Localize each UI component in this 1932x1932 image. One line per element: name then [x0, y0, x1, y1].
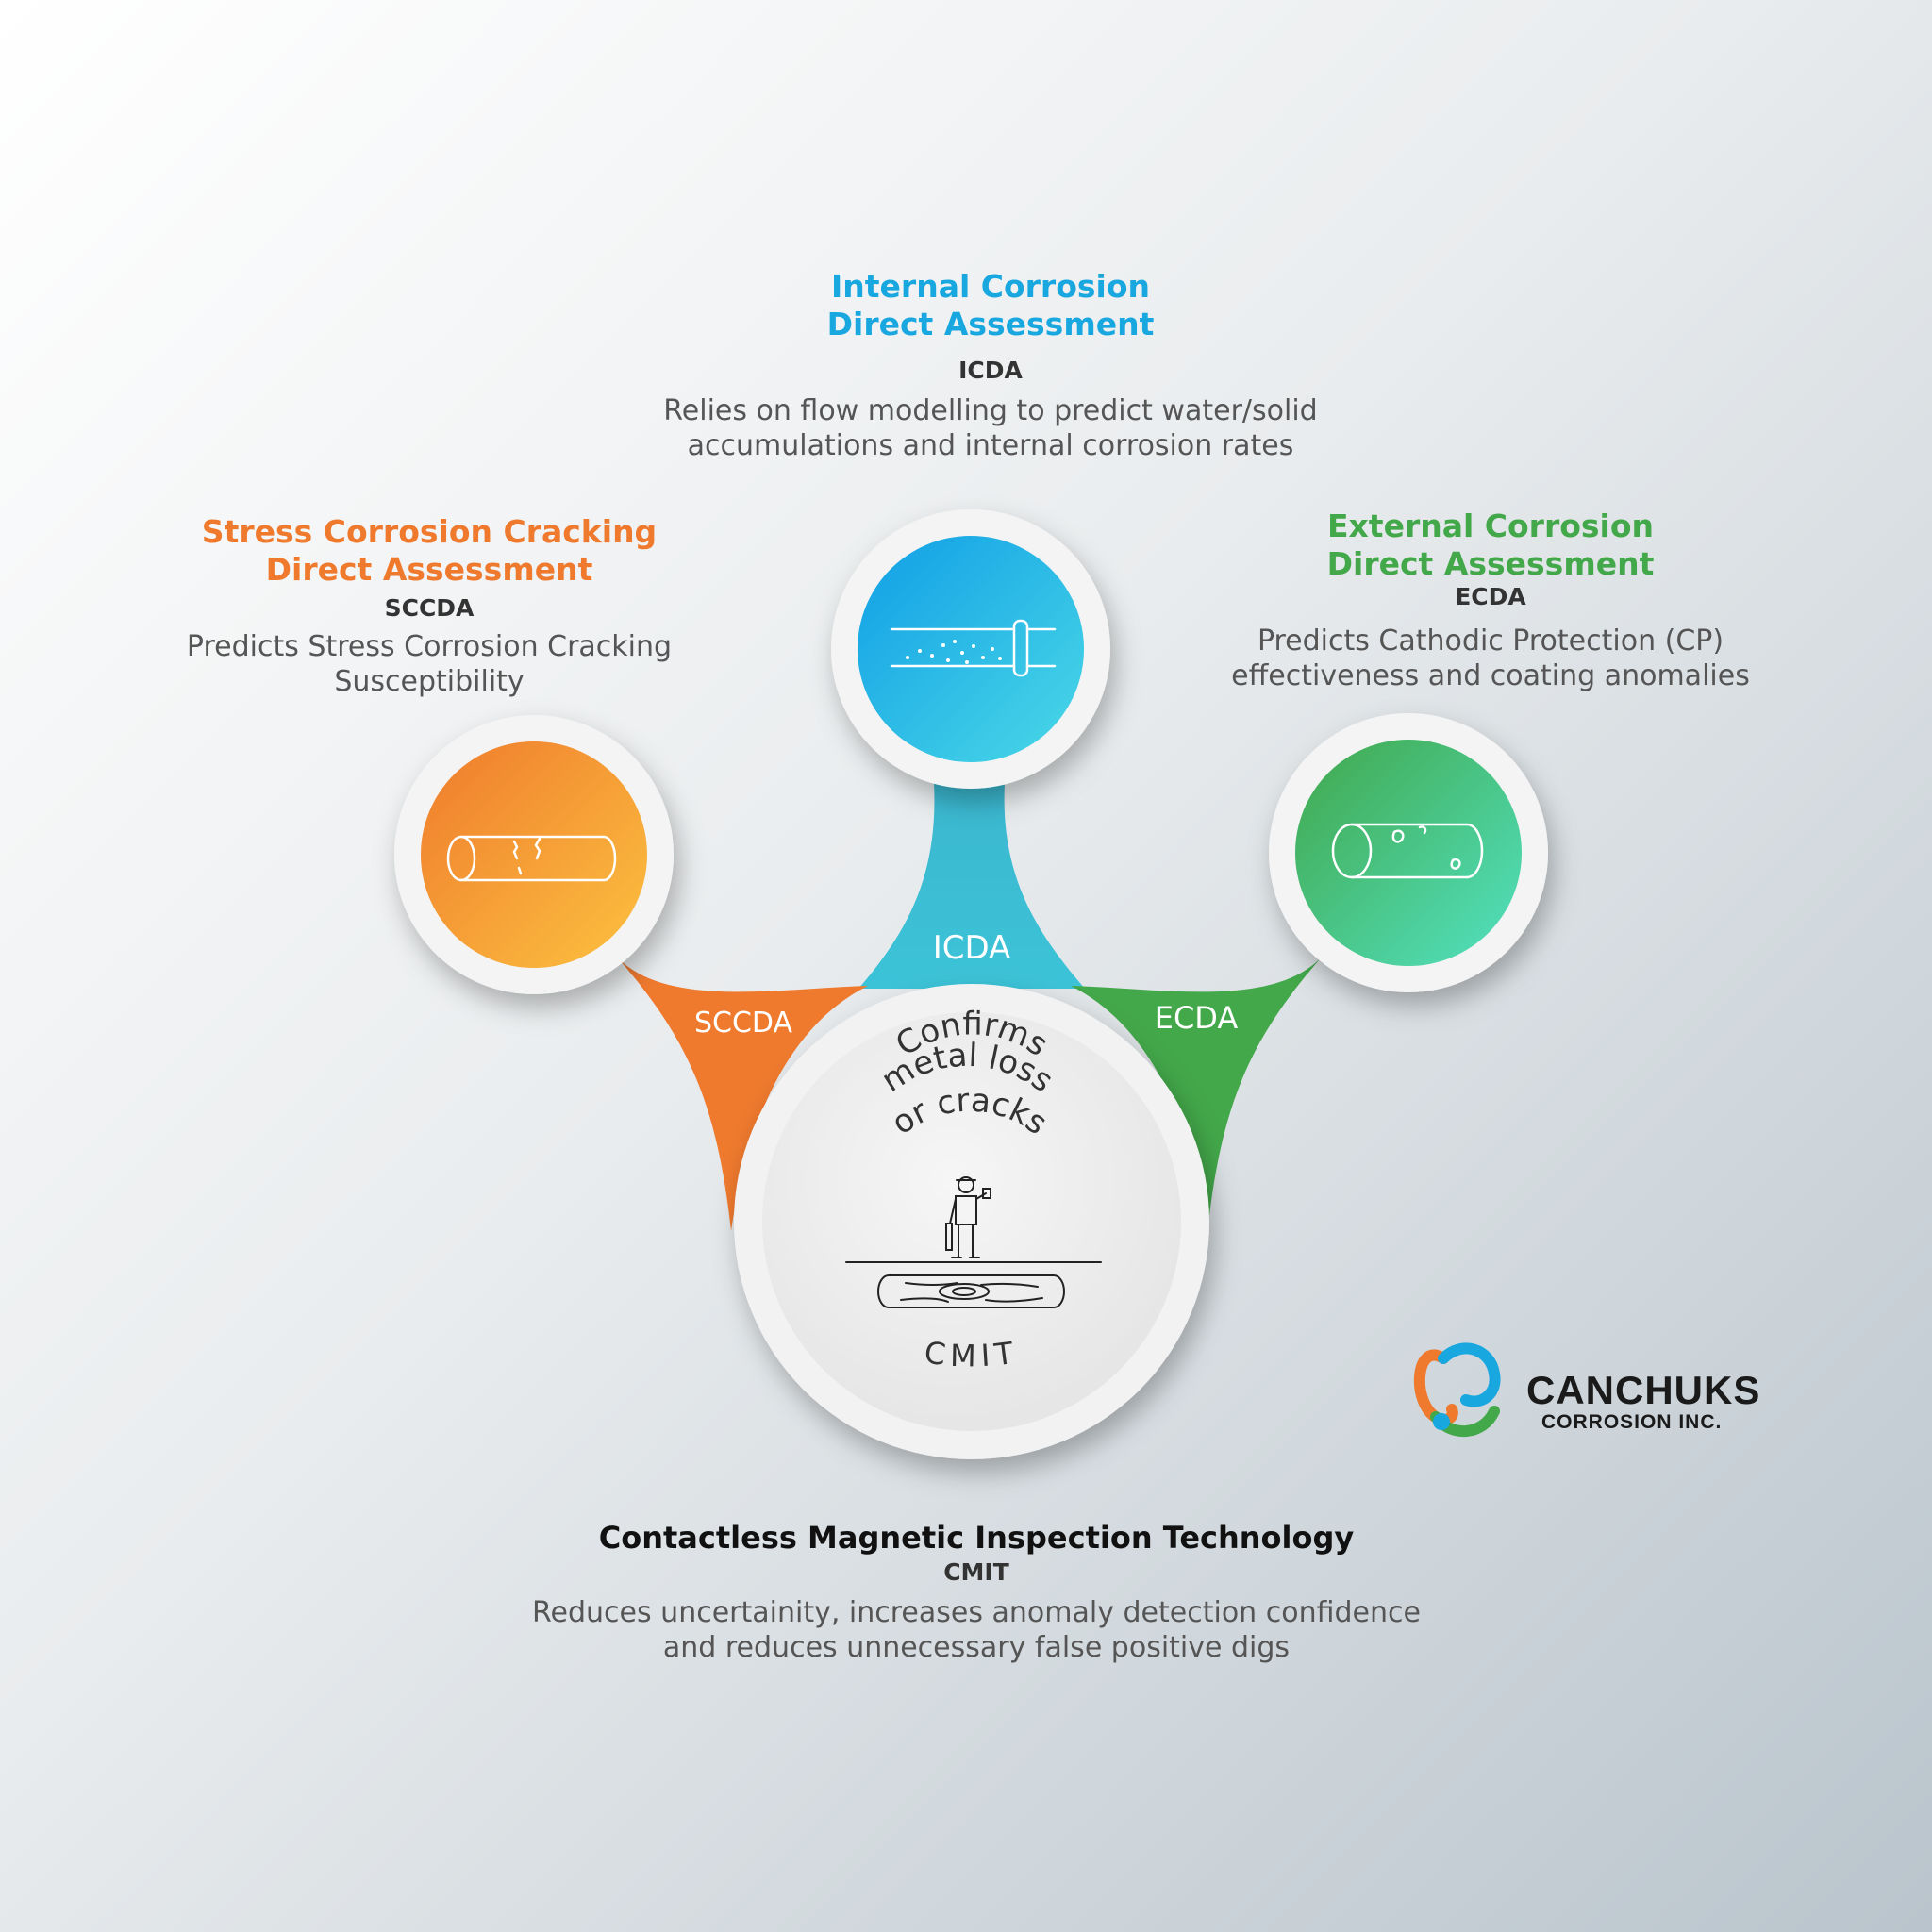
cmit-text-block: Contactless Magnetic Inspection Technolo…: [406, 1519, 1547, 1665]
icda-desc-line2: accumulations and internal corrosion rat…: [687, 429, 1294, 462]
sccda-branch-label: SCCDA: [694, 1007, 793, 1040]
icda-desc-line1: Relies on flow modelling to predict wate…: [663, 394, 1318, 427]
inspector-over-pipe-icon: [845, 1176, 1102, 1308]
ecda-text-block: External Corrosion Direct Assessment ECD…: [1189, 508, 1792, 693]
icda-title-line1: Internal Corrosion: [831, 268, 1150, 305]
ecda-branch: [1071, 953, 1325, 1231]
icda-branch-label: ICDA: [933, 929, 1011, 967]
logo-subtitle: CORROSION INC.: [1541, 1411, 1723, 1433]
icda-branch: [858, 783, 1085, 989]
sccda-title-line1: Stress Corrosion Cracking: [201, 513, 658, 550]
cmit-abbr: CMIT: [943, 1558, 1009, 1586]
pipe-flow-icon: [890, 619, 1057, 677]
sccda-branch: [613, 953, 868, 1231]
cmit-desc-line1: Reduces uncertainity, increases anomaly …: [532, 1596, 1421, 1629]
icda-text-block: Internal Corrosion Direct Assessment ICD…: [594, 268, 1387, 463]
sccda-title: Stress Corrosion Cracking Direct Assessm…: [123, 513, 736, 589]
cmit-title: Contactless Magnetic Inspection Technolo…: [598, 1520, 1355, 1556]
ecda-node: [1269, 713, 1548, 992]
corroded-pipe-icon: [1331, 823, 1484, 879]
icda-description: Relies on flow modelling to predict wate…: [594, 393, 1387, 463]
ecda-title: External Corrosion Direct Assessment: [1189, 508, 1792, 583]
ecda-title-line1: External Corrosion: [1326, 508, 1655, 544]
cmit-desc-line2: and reduces unnecessary false positive d…: [662, 1631, 1291, 1664]
cmit-center-node: Confirms metal loss or cracks: [734, 984, 1209, 1459]
ecda-title-line2: Direct Assessment: [1326, 545, 1655, 582]
ecda-description: Predicts Cathodic Protection (CP) effect…: [1189, 624, 1792, 693]
sccda-description: Predicts Stress Corrosion Cracking Susce…: [123, 629, 736, 699]
icda-title-line2: Direct Assessment: [826, 306, 1155, 342]
ecda-desc-line1: Predicts Cathodic Protection (CP): [1257, 625, 1724, 658]
ecda-desc-line2: effectiveness and coating anomalies: [1231, 659, 1750, 692]
sccda-title-line2: Direct Assessment: [265, 551, 593, 588]
center-label-text: CMIT: [923, 1334, 1016, 1374]
ecda-abbr: ECDA: [1455, 583, 1526, 610]
canchuks-logo-icon: [1414, 1342, 1501, 1437]
cracked-pipe-icon: [446, 835, 617, 882]
logo-name: CANCHUKS: [1526, 1368, 1761, 1412]
ecda-branch-label: ECDA: [1155, 1000, 1239, 1036]
center-label: CMIT: [923, 1334, 1022, 1374]
sccda-desc-line1: Predicts Stress Corrosion Cracking: [186, 630, 673, 663]
icda-node: [831, 509, 1110, 789]
sccda-node: [394, 715, 674, 994]
icda-title: Internal Corrosion Direct Assessment: [594, 268, 1387, 343]
sccda-text-block: Stress Corrosion Cracking Direct Assessm…: [123, 513, 736, 699]
cmit-description: Reduces uncertainity, increases anomaly …: [406, 1595, 1547, 1665]
sccda-desc-line2: Susceptibility: [334, 665, 525, 698]
sccda-abbr: SCCDA: [384, 594, 475, 622]
icda-abbr: ICDA: [958, 357, 1023, 384]
